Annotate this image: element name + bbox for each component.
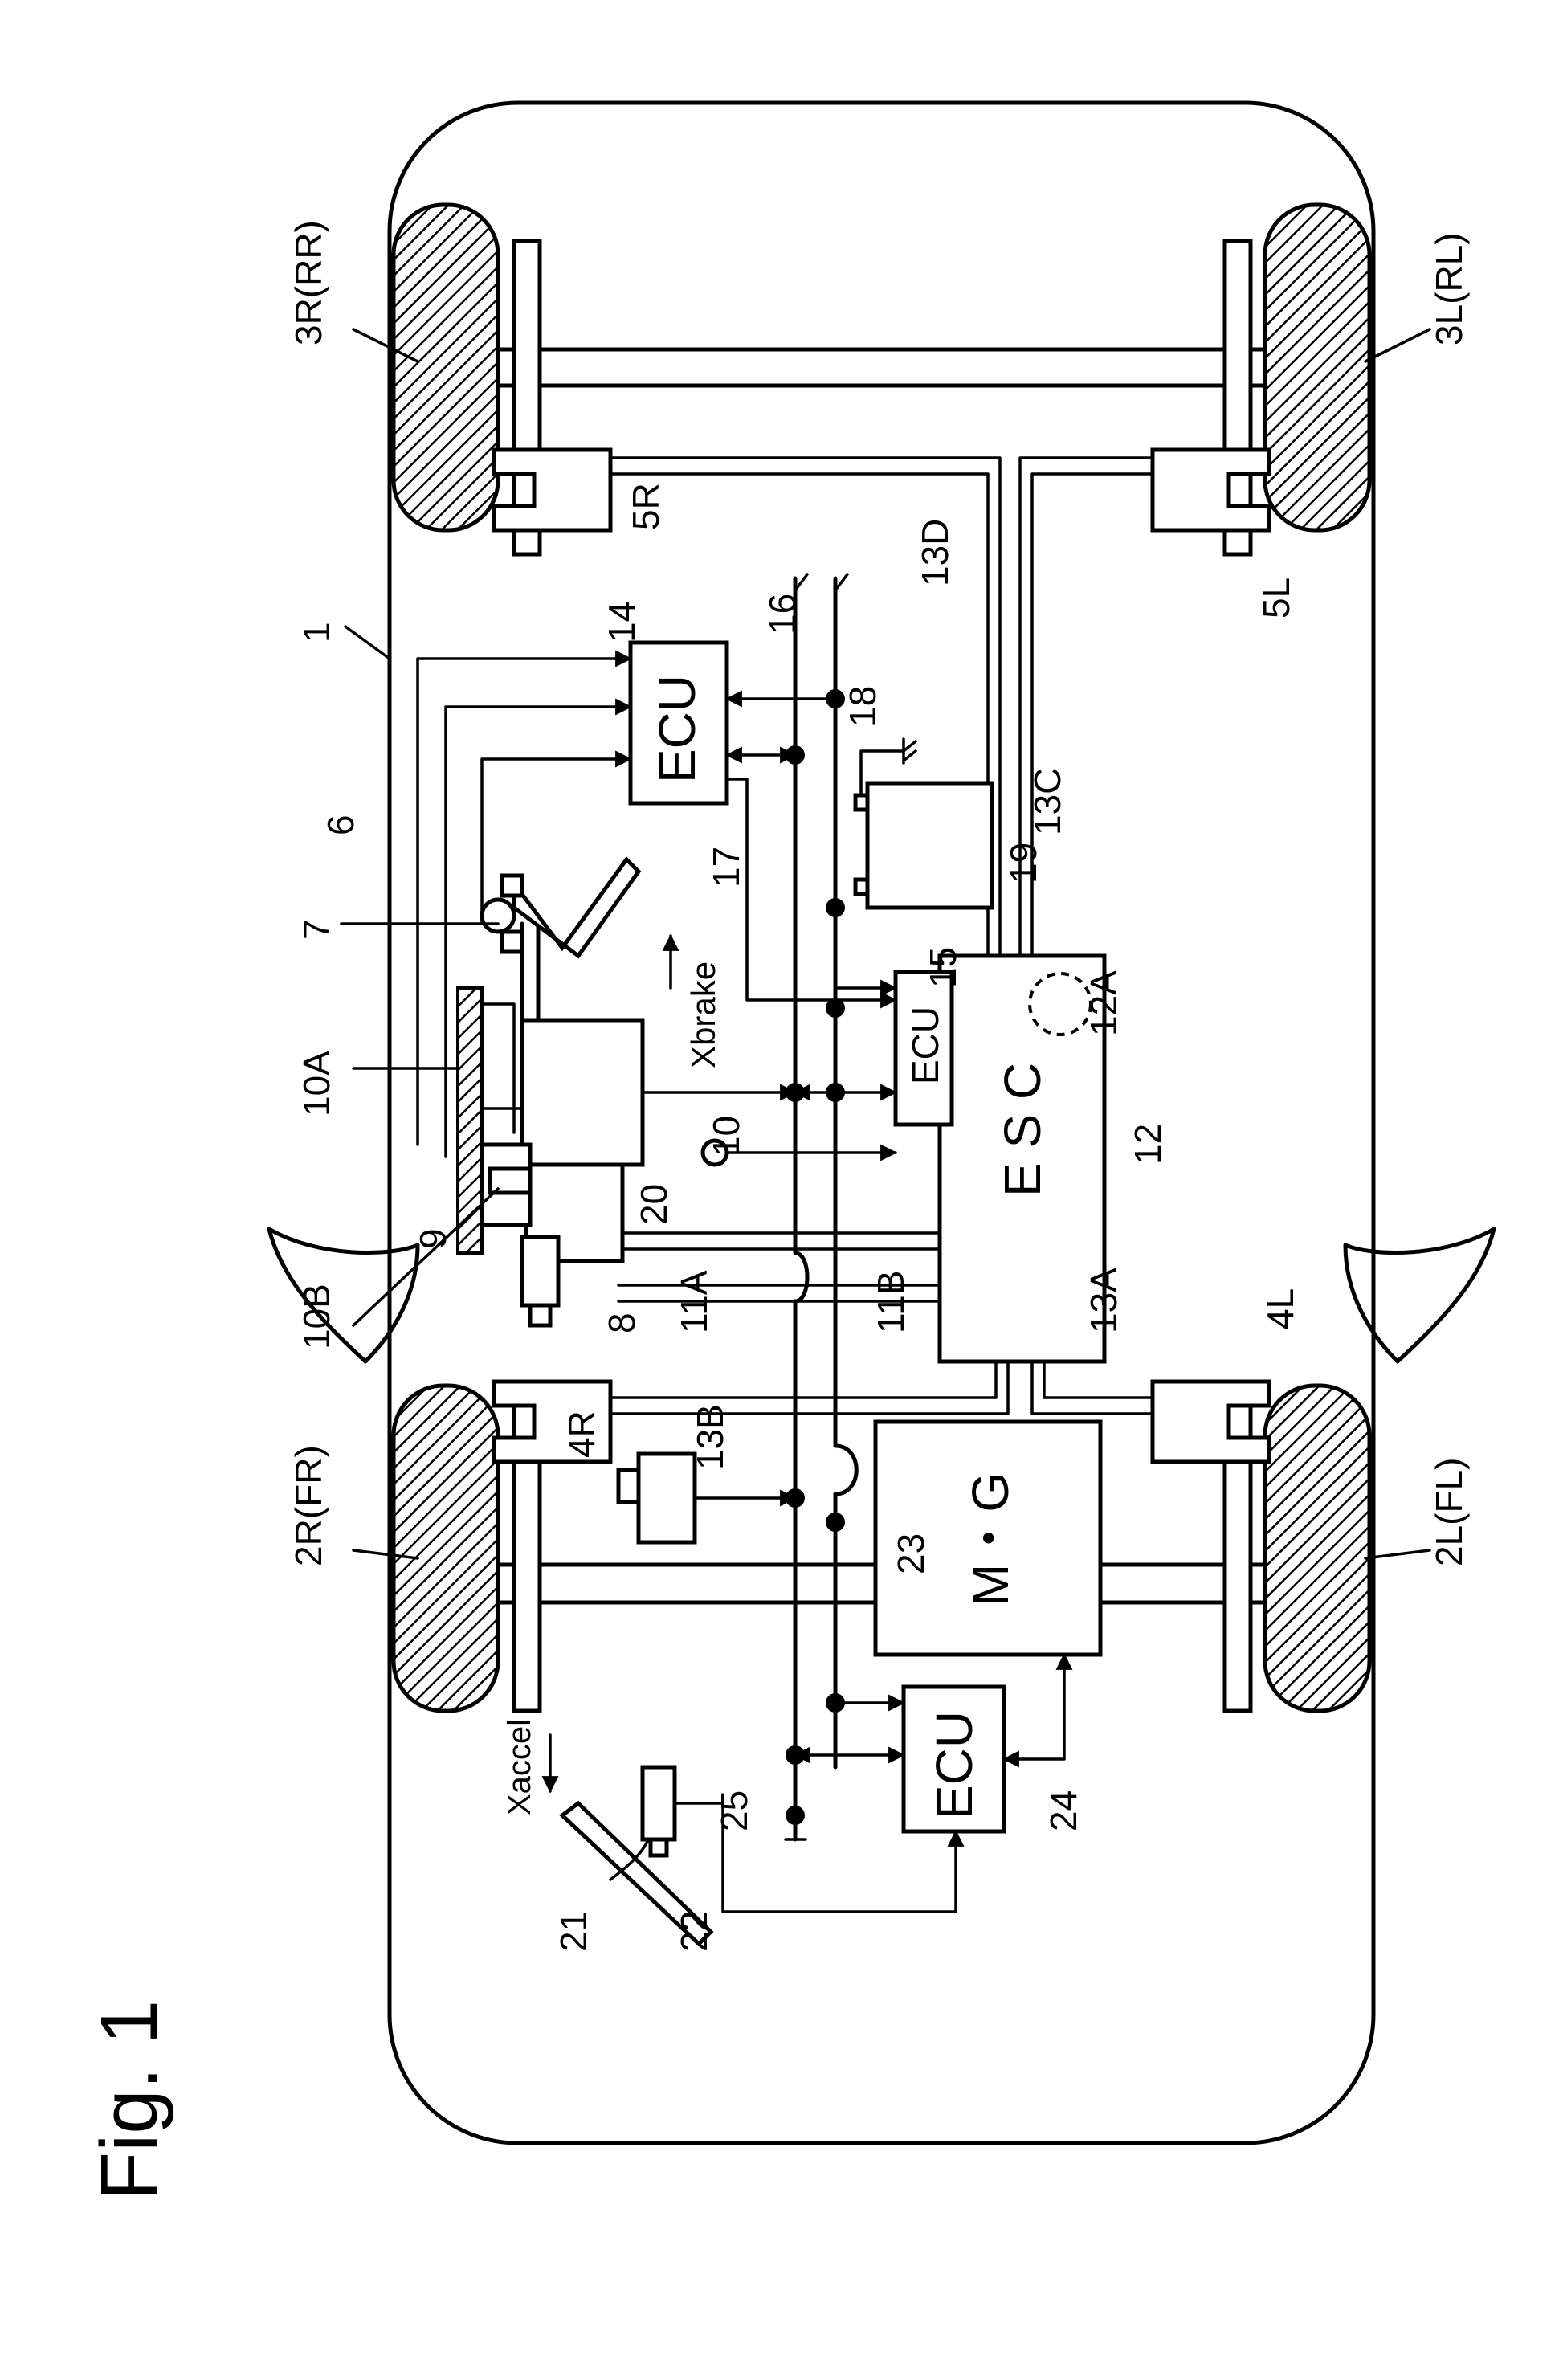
ecu-motor-label: ECU (925, 1711, 983, 1819)
label-bus-16: 16 (761, 594, 803, 635)
mirror-left (1345, 1229, 1494, 1361)
label-wheel-fl: 2L(FL) (1428, 1458, 1470, 1566)
booster (522, 1020, 643, 1165)
booster-plate (458, 988, 482, 1253)
wheel-front-left (1265, 1386, 1369, 1711)
label-line-13c: 13C (1026, 768, 1068, 835)
label-sensor-25: 25 (713, 1790, 755, 1831)
label-sensor-20: 20 (633, 1184, 675, 1225)
label-master-cylinder: 8 (601, 1312, 643, 1333)
label-ecu-14: 14 (601, 602, 643, 643)
label-caliper-rr: 5R (625, 483, 667, 530)
wheel-rear-right (394, 205, 498, 530)
label-bus-17: 17 (705, 847, 747, 888)
brake-pedal-sensor (502, 932, 522, 952)
label-caliper-fl: 4L (1259, 1288, 1301, 1329)
label-brake-pedal: 6 (320, 814, 361, 835)
accelerator-sensor (643, 1767, 675, 1839)
label-battery: 19 (1002, 843, 1044, 884)
mirror-right (269, 1229, 418, 1361)
label-accel-sensor: 22 (673, 1911, 715, 1952)
label-ecu-15: 15 (922, 947, 964, 988)
label-bus-18: 18 (842, 686, 884, 727)
esc-label: E S C (994, 1063, 1051, 1197)
label-pedal-sensor: 7 (296, 919, 337, 940)
label-line-13b: 13B (689, 1404, 731, 1470)
wheel-rear-left (1265, 205, 1369, 530)
label-booster-10b: 10B (296, 1284, 337, 1349)
ecu-brake-label: ECU (648, 675, 706, 783)
label-line-13d: 13D (914, 519, 956, 586)
label-esc-unit: 12 (1127, 1124, 1169, 1165)
label-reservoir: 9 (412, 1228, 454, 1249)
ecu-esc-label: ECU (904, 1006, 946, 1084)
label-booster: 10 (705, 1116, 747, 1157)
motor-generator-label: M・G (961, 1472, 1019, 1606)
label-wheel-rr: 3R(RR) (288, 220, 329, 345)
label-body: 1 (296, 622, 337, 643)
caliper-rear-right (494, 450, 610, 530)
label-line-11a: 11A (673, 1270, 715, 1333)
label-booster-10a: 10A (296, 1051, 337, 1117)
label-accel-arrow: Xaccel (502, 1719, 537, 1815)
label-wheel-fr: 2R(FR) (288, 1445, 329, 1566)
label-caliper-rl: 5L (1255, 578, 1297, 618)
battery (867, 783, 992, 908)
brake-pedal (514, 859, 639, 956)
label-ecu-24: 24 (1043, 1790, 1084, 1831)
label-wheel-rl: 3L(RL) (1428, 232, 1470, 345)
sensor-25 (639, 1454, 695, 1542)
brake-pedal-pivot (482, 900, 514, 932)
label-motor-generator: 23 (890, 1533, 932, 1574)
reservoir (522, 1237, 558, 1305)
label-accel-pedal: 21 (553, 1911, 594, 1952)
label-line-13a: 13A (1083, 1268, 1124, 1333)
label-brake-arrow: Xbrake (684, 961, 722, 1068)
label-caliper-fr: 4R (561, 1410, 602, 1458)
wheel-front-right (394, 1386, 498, 1711)
label-line-11b: 11B (870, 1271, 912, 1333)
label-esc-pump: 12A (1083, 970, 1124, 1036)
